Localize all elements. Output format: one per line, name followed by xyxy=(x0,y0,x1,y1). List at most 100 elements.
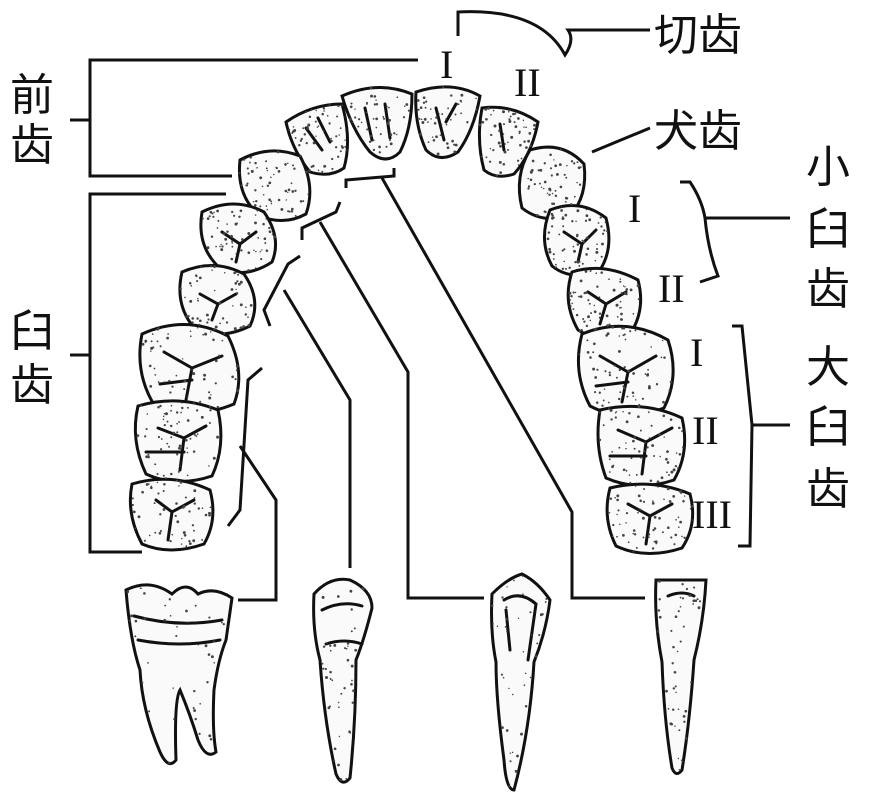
stipple-dot xyxy=(370,95,373,98)
stipple-dot xyxy=(682,500,685,503)
stipple-dot xyxy=(389,133,392,136)
stipple-dot xyxy=(582,318,584,320)
stipple-dot xyxy=(295,137,297,139)
stipple-dot xyxy=(498,129,501,132)
stipple-dot xyxy=(432,136,434,138)
stipple-dot xyxy=(682,446,684,448)
stipple-dot xyxy=(329,104,331,106)
stipple-dot xyxy=(170,425,172,427)
stipple-dot xyxy=(300,200,303,203)
stipple-dot xyxy=(670,381,673,384)
stipple-dot xyxy=(679,521,682,524)
stipple-dot xyxy=(518,618,519,619)
stipple-dot xyxy=(327,115,329,117)
stipple-dot xyxy=(179,288,182,291)
stipple-dot xyxy=(315,121,317,123)
stipple-dot xyxy=(263,194,265,196)
stipple-dot xyxy=(589,320,591,322)
stipple-dot xyxy=(288,188,291,191)
stipple-dot xyxy=(492,623,494,625)
stipple-dot xyxy=(170,473,173,476)
stipple-dot xyxy=(648,385,651,388)
stipple-dot xyxy=(132,504,134,506)
stipple-dot xyxy=(513,580,515,582)
stipple-dot xyxy=(236,369,238,371)
stipple-dot xyxy=(596,369,598,371)
stipple-dot xyxy=(678,526,680,528)
stipple-dot xyxy=(509,109,510,110)
stipple-dot xyxy=(612,524,614,526)
stipple-dot xyxy=(170,436,172,438)
stipple-dot xyxy=(658,517,661,520)
stipple-dot xyxy=(529,611,531,613)
stipple-dot xyxy=(293,126,295,128)
stipple-dot xyxy=(675,685,677,687)
stipple-dot xyxy=(530,179,533,182)
stipple-dot xyxy=(441,113,443,115)
stipple-dot xyxy=(187,419,190,422)
stipple-dot xyxy=(677,467,679,469)
stipple-dot xyxy=(213,662,215,664)
stipple-dot xyxy=(592,368,595,371)
stipple-dot xyxy=(536,642,538,644)
stipple-dot xyxy=(594,310,597,313)
stipple-dot xyxy=(630,288,633,291)
stipple-dot xyxy=(209,406,211,408)
stipple-dot xyxy=(620,301,622,303)
stipple-dot xyxy=(289,211,291,213)
stipple-dot xyxy=(219,246,221,248)
stipple-dot xyxy=(171,405,173,407)
stipple-dot xyxy=(562,225,564,227)
stipple-dot xyxy=(197,327,199,329)
stipple-dot xyxy=(618,447,620,449)
stipple-dot xyxy=(648,533,650,535)
stipple-dot xyxy=(447,107,449,109)
stipple-dot xyxy=(612,536,614,538)
stipple-dot xyxy=(236,365,239,368)
stipple-dot xyxy=(333,760,335,762)
stipple-dot xyxy=(672,495,675,498)
stipple-dot xyxy=(214,290,216,292)
stipple-dot xyxy=(209,409,211,411)
stipple-dot xyxy=(137,434,140,437)
stipple-dot xyxy=(140,405,142,407)
stipple-dot xyxy=(375,118,378,121)
stipple-dot xyxy=(213,328,215,330)
stipple-dot xyxy=(573,291,575,293)
stipple-dot xyxy=(386,106,388,108)
stipple-dot xyxy=(647,369,649,371)
stipple-dot xyxy=(670,418,673,421)
stipple-dot xyxy=(350,102,352,104)
stipple-dot xyxy=(678,729,680,731)
stipple-dot xyxy=(325,668,327,670)
stipple-dot xyxy=(677,651,679,653)
stipple-dot xyxy=(420,106,423,109)
stipple-dot xyxy=(273,174,275,176)
stipple-dot xyxy=(637,284,640,287)
stipple-dot xyxy=(222,340,224,342)
stipple-dot xyxy=(421,118,423,120)
stipple-dot xyxy=(318,170,320,172)
stipple-dot xyxy=(268,227,270,229)
stipple-dot xyxy=(651,425,653,427)
stipple-dot xyxy=(261,249,262,250)
stipple-dot xyxy=(661,357,663,359)
stipple-dot xyxy=(552,193,554,195)
stipple-dot xyxy=(291,210,293,212)
stipple-dot xyxy=(298,144,300,146)
stipple-dot xyxy=(654,527,657,530)
stipple-dot xyxy=(238,216,240,218)
stipple-dot xyxy=(291,190,294,193)
stipple-dot xyxy=(657,480,660,483)
stipple-dot xyxy=(307,193,309,195)
stipple-dot xyxy=(533,128,535,130)
stipple-dot xyxy=(299,155,301,157)
label-molar-2: 臼 xyxy=(806,402,850,453)
stipple-dot xyxy=(599,392,601,394)
stipple-dot xyxy=(698,606,701,609)
stipple-dot xyxy=(603,424,605,426)
stipple-dot xyxy=(268,182,271,185)
stipple-dot xyxy=(226,321,228,323)
stipple-dot xyxy=(645,373,647,375)
stipple-dot xyxy=(622,534,625,537)
